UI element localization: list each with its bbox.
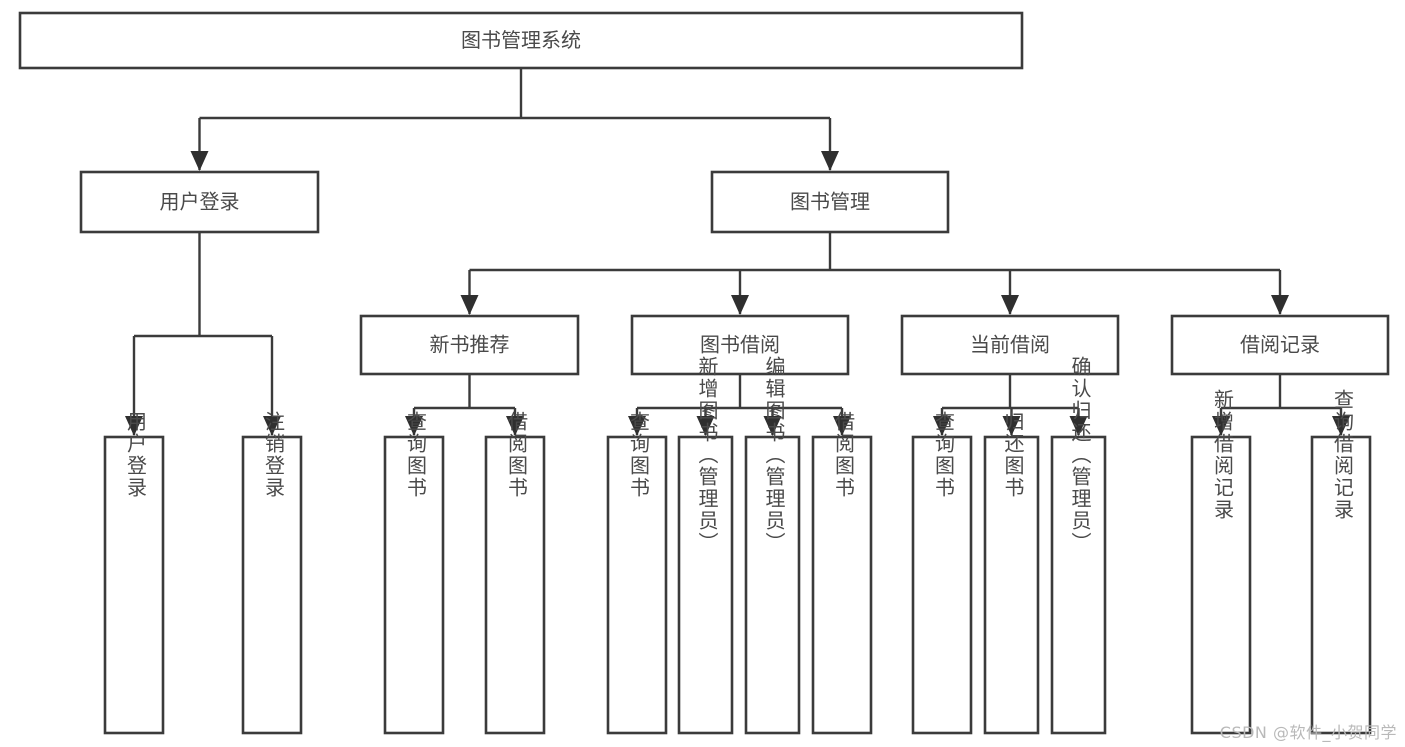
node-label: 图书管理: [790, 190, 870, 214]
node-box[interactable]: [710, 170, 950, 234]
node-l-cb-query[interactable]: 查询图书: [911, 411, 973, 735]
node-l-bb-edit[interactable]: 编辑图书（管理员）: [744, 356, 801, 735]
node-label: 新书推荐: [430, 333, 510, 357]
arrow-head-icon: [263, 416, 281, 436]
node-l-nb-query[interactable]: 查询图书: [383, 411, 445, 735]
node-label: 借阅记录: [1240, 333, 1320, 357]
node-l-logout[interactable]: 注销登录: [241, 411, 303, 735]
node-n-book-manage[interactable]: 图书管理: [710, 170, 950, 234]
node-label: 查询图书: [404, 411, 428, 499]
node-box[interactable]: [484, 435, 546, 735]
node-box[interactable]: [383, 435, 445, 735]
node-box[interactable]: [606, 435, 668, 735]
arrow-head-icon: [1069, 416, 1088, 436]
node-label: 查询借阅记录: [1331, 389, 1355, 521]
node-n-book-borrow[interactable]: 图书借阅: [630, 314, 850, 376]
arrow-head-icon: [1332, 416, 1350, 436]
node-n-new-book[interactable]: 新书推荐: [359, 314, 580, 376]
node-box[interactable]: [103, 435, 165, 735]
node-label: 注销登录: [262, 411, 286, 499]
node-label: 新增借阅记录: [1211, 389, 1235, 521]
csdn-watermark: CSDN @软件_小贺同学: [1219, 723, 1397, 742]
node-layer: 图书管理系统用户登录图书管理新书推荐图书借阅当前借阅借阅记录用户登录注销登录查询…: [18, 11, 1390, 735]
arrow-head-icon: [628, 416, 646, 436]
node-box[interactable]: [811, 435, 873, 735]
node-box[interactable]: [911, 435, 973, 735]
arrow-head-icon: [833, 416, 851, 436]
node-l-br-add[interactable]: 新增借阅记录: [1190, 389, 1252, 735]
node-label: 确认归还（管理员）: [1068, 356, 1092, 554]
node-l-nb-borrow[interactable]: 借阅图书: [484, 411, 546, 735]
node-box[interactable]: [1170, 314, 1390, 376]
node-box[interactable]: [241, 435, 303, 735]
node-label: 用户登录: [124, 411, 148, 499]
node-label: 图书管理系统: [461, 28, 581, 52]
node-box[interactable]: [630, 314, 850, 376]
node-box[interactable]: [744, 435, 801, 735]
node-l-user-login[interactable]: 用户登录: [103, 411, 165, 735]
arrow-head-icon: [506, 416, 524, 436]
arrow-head-icon: [1212, 416, 1230, 436]
node-label: 当前借阅: [970, 333, 1050, 357]
arrow-head-icon: [190, 151, 209, 171]
node-n-borrow-record[interactable]: 借阅记录: [1170, 314, 1390, 376]
node-label: 用户登录: [160, 190, 240, 214]
node-l-bb-add[interactable]: 新增图书（管理员）: [677, 356, 734, 735]
arrow-head-icon: [460, 295, 479, 315]
node-box[interactable]: [677, 435, 734, 735]
node-n-user-login[interactable]: 用户登录: [79, 170, 320, 234]
arrow-head-icon: [696, 416, 715, 436]
node-label: 图书借阅: [700, 333, 780, 357]
node-box[interactable]: [18, 11, 1024, 70]
node-box[interactable]: [1050, 435, 1107, 735]
node-label: 借阅图书: [832, 411, 856, 499]
node-label: 编辑图书（管理员）: [762, 356, 786, 554]
connector-layer: [125, 68, 1350, 436]
arrow-head-icon: [1271, 295, 1289, 315]
node-l-bb-query[interactable]: 查询图书: [606, 411, 668, 735]
node-box[interactable]: [900, 314, 1120, 376]
node-box[interactable]: [79, 170, 320, 234]
node-root[interactable]: 图书管理系统: [18, 11, 1024, 70]
arrow-head-icon: [1001, 295, 1019, 315]
arrow-head-icon: [933, 416, 951, 436]
node-n-current-borrow[interactable]: 当前借阅: [900, 314, 1120, 376]
arrow-head-icon: [1002, 416, 1021, 436]
node-label: 归还图书: [1001, 411, 1025, 499]
node-label: 查询图书: [627, 411, 651, 499]
arrow-head-icon: [405, 416, 423, 436]
node-label: 借阅图书: [505, 411, 529, 499]
node-box[interactable]: [1310, 435, 1372, 735]
arrow-head-icon: [731, 295, 749, 315]
node-l-cb-confirm[interactable]: 确认归还（管理员）: [1050, 356, 1107, 735]
arrow-head-icon: [821, 151, 839, 171]
node-label: 新增图书（管理员）: [695, 356, 719, 554]
node-box[interactable]: [1190, 435, 1252, 735]
arrow-head-icon: [125, 416, 143, 436]
node-l-cb-return[interactable]: 归还图书: [983, 411, 1040, 735]
node-label: 查询图书: [932, 411, 956, 499]
arrow-head-icon: [763, 416, 782, 436]
node-l-br-query[interactable]: 查询借阅记录: [1310, 389, 1372, 735]
node-box[interactable]: [983, 435, 1040, 735]
node-box[interactable]: [359, 314, 580, 376]
node-l-bb-lend[interactable]: 借阅图书: [811, 411, 873, 735]
